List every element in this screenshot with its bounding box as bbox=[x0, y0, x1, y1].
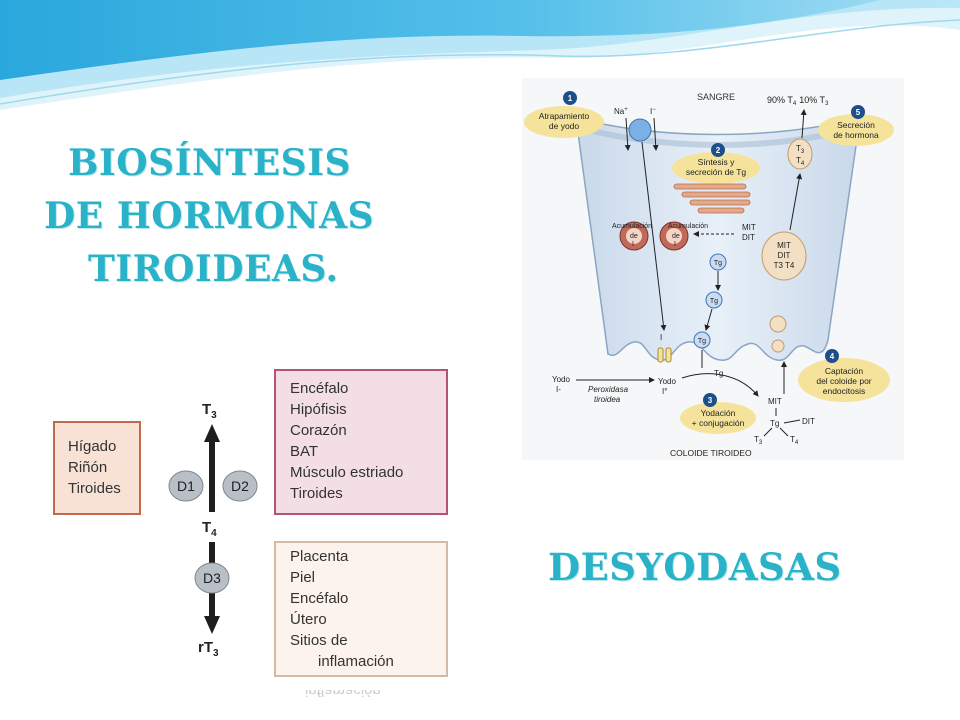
svg-text:2: 2 bbox=[716, 146, 721, 155]
svg-text:DIT: DIT bbox=[742, 233, 755, 242]
hormone-t3: T3 bbox=[202, 401, 217, 421]
d1-tissue-box: Hígado Riñón Tiroides bbox=[53, 421, 141, 515]
svg-text:I: I bbox=[632, 241, 634, 248]
step-2-tg-synthesis: 2 Síntesis y secreción de Tg bbox=[672, 143, 760, 184]
svg-text:Tg: Tg bbox=[714, 369, 723, 378]
svg-text:Tg: Tg bbox=[698, 338, 706, 345]
colloid-tg-complex: MIT Tg DIT T3 T4 bbox=[754, 397, 815, 446]
enzyme-d1: D1 bbox=[168, 470, 204, 502]
label-thyroid-colloid: COLOIDE TIROIDEO bbox=[670, 448, 752, 458]
svg-text:endocitosis: endocitosis bbox=[823, 386, 866, 396]
svg-text:Na+: Na+ bbox=[614, 107, 628, 116]
subtitle: DESYODASAS bbox=[548, 545, 842, 589]
svg-text:de: de bbox=[630, 233, 638, 240]
svg-text:D3: D3 bbox=[203, 570, 221, 586]
svg-text:Tg: Tg bbox=[710, 298, 718, 305]
svg-text:+ conjugación: + conjugación bbox=[692, 418, 745, 428]
svg-text:Músculo estriado: Músculo estriado bbox=[290, 464, 403, 481]
svg-text:4: 4 bbox=[830, 352, 835, 361]
svg-text:Secreción: Secreción bbox=[837, 120, 875, 130]
endoplasmic-reticulum bbox=[673, 183, 751, 214]
svg-text:Captación: Captación bbox=[825, 366, 864, 376]
svg-text:I-: I- bbox=[556, 385, 561, 394]
svg-text:Tiroides: Tiroides bbox=[68, 480, 121, 497]
colloid-vesicle: MIT DIT T3 T4 bbox=[761, 231, 807, 281]
svg-text:5: 5 bbox=[856, 108, 861, 117]
title-line-1: BIOSÍNTESIS bbox=[68, 142, 351, 184]
hormone-rt3: rT3 bbox=[198, 639, 219, 659]
step-5-hormone-secretion: 5 Secreción de hormona bbox=[818, 105, 894, 146]
svg-text:Tg: Tg bbox=[770, 419, 779, 428]
svg-text:D2: D2 bbox=[231, 478, 249, 494]
enzyme-d2: D2 bbox=[222, 470, 258, 502]
svg-text:3: 3 bbox=[708, 396, 713, 405]
svg-text:I: I bbox=[674, 241, 676, 248]
svg-text:Placenta: Placenta bbox=[290, 548, 349, 565]
svg-text:T4: T4 bbox=[796, 156, 805, 167]
iodide-accumulation: Acumulación de I Acumulación de I bbox=[612, 221, 708, 251]
svg-text:D1: D1 bbox=[177, 478, 195, 494]
arrow-up-to-t3 bbox=[204, 424, 220, 512]
svg-text:1: 1 bbox=[568, 94, 573, 103]
svg-text:Síntesis y: Síntesis y bbox=[698, 157, 736, 167]
svg-text:Yodo: Yodo bbox=[552, 375, 571, 384]
svg-text:Acumulación: Acumulación bbox=[612, 223, 652, 230]
hormone-t4: T4 bbox=[202, 519, 217, 539]
svg-text:T3 T4: T3 T4 bbox=[774, 261, 795, 270]
svg-text:I: I bbox=[660, 333, 662, 342]
svg-text:de yodo: de yodo bbox=[549, 121, 580, 131]
svg-text:Tg: Tg bbox=[714, 260, 722, 267]
svg-text:Útero: Útero bbox=[290, 611, 327, 628]
svg-text:I°: I° bbox=[662, 387, 667, 396]
svg-text:Yodación: Yodación bbox=[701, 408, 736, 418]
svg-text:secreción de Tg: secreción de Tg bbox=[686, 167, 747, 177]
svg-text:DIT: DIT bbox=[778, 251, 791, 260]
svg-text:DIT: DIT bbox=[802, 417, 815, 426]
svg-text:BAT: BAT bbox=[290, 443, 318, 460]
svg-text:T4: T4 bbox=[790, 435, 799, 446]
svg-text:de: de bbox=[672, 233, 680, 240]
hormone-vesicle: T3 T4 bbox=[787, 138, 813, 170]
svg-text:T3: T3 bbox=[796, 144, 805, 155]
step-4-colloid-uptake: 4 Captación del coloide por endocitosis bbox=[798, 349, 890, 402]
svg-text:Hígado: Hígado bbox=[68, 438, 116, 455]
svg-text:inflamación: inflamación bbox=[318, 653, 394, 670]
step-3-iodination: 3 Yodación + conjugación bbox=[680, 393, 756, 434]
svg-text:Sitios de: Sitios de bbox=[290, 632, 348, 649]
svg-text:I−: I− bbox=[650, 107, 656, 116]
svg-text:MIT: MIT bbox=[742, 223, 756, 232]
svg-text:Atrapamiento: Atrapamiento bbox=[539, 111, 590, 121]
svg-text:Yodo: Yodo bbox=[658, 377, 677, 386]
title-line-3: TIROIDEAS. bbox=[88, 248, 339, 290]
svg-text:del coloide por: del coloide por bbox=[816, 376, 871, 386]
svg-text:Peroxidasa: Peroxidasa bbox=[588, 385, 629, 394]
svg-text:Riñón: Riñón bbox=[68, 459, 107, 476]
svg-text:Corazón: Corazón bbox=[290, 422, 347, 439]
header-wave bbox=[0, 0, 960, 110]
svg-text:de hormona: de hormona bbox=[833, 130, 879, 140]
title-line-2: DE HORMONAS bbox=[44, 195, 375, 237]
figure-reflection: inflamación bbox=[305, 690, 381, 699]
svg-text:MIT: MIT bbox=[768, 397, 782, 406]
svg-text:Piel: Piel bbox=[290, 569, 315, 586]
step-1-iodide-trapping: 1 Atrapamiento de yodo bbox=[524, 91, 604, 138]
d2-tissue-box: Encéfalo Hipófisis Corazón BAT Músculo e… bbox=[274, 369, 448, 515]
svg-text:Hipófisis: Hipófisis bbox=[290, 401, 347, 418]
svg-text:Tiroides: Tiroides bbox=[290, 485, 343, 502]
svg-text:tiroidea: tiroidea bbox=[594, 395, 621, 404]
d3-tissue-box: Placenta Piel Encéfalo Útero Sitios de i… bbox=[274, 541, 448, 677]
svg-text:T3: T3 bbox=[754, 435, 763, 446]
svg-text:Acumulación: Acumulación bbox=[668, 223, 708, 230]
enzyme-d3: D3 bbox=[194, 562, 230, 594]
svg-text:MIT: MIT bbox=[777, 241, 791, 250]
na-iodide-symporter bbox=[628, 118, 652, 142]
label-blood: SANGRE bbox=[697, 92, 735, 102]
svg-text:Encéfalo: Encéfalo bbox=[290, 380, 348, 397]
deiodinase-figure: Hígado Riñón Tiroides Encéfalo Hipófisis… bbox=[44, 350, 456, 688]
svg-text:Encéfalo: Encéfalo bbox=[290, 590, 348, 607]
tg-vesicles: Tg Tg Tg bbox=[693, 253, 727, 349]
